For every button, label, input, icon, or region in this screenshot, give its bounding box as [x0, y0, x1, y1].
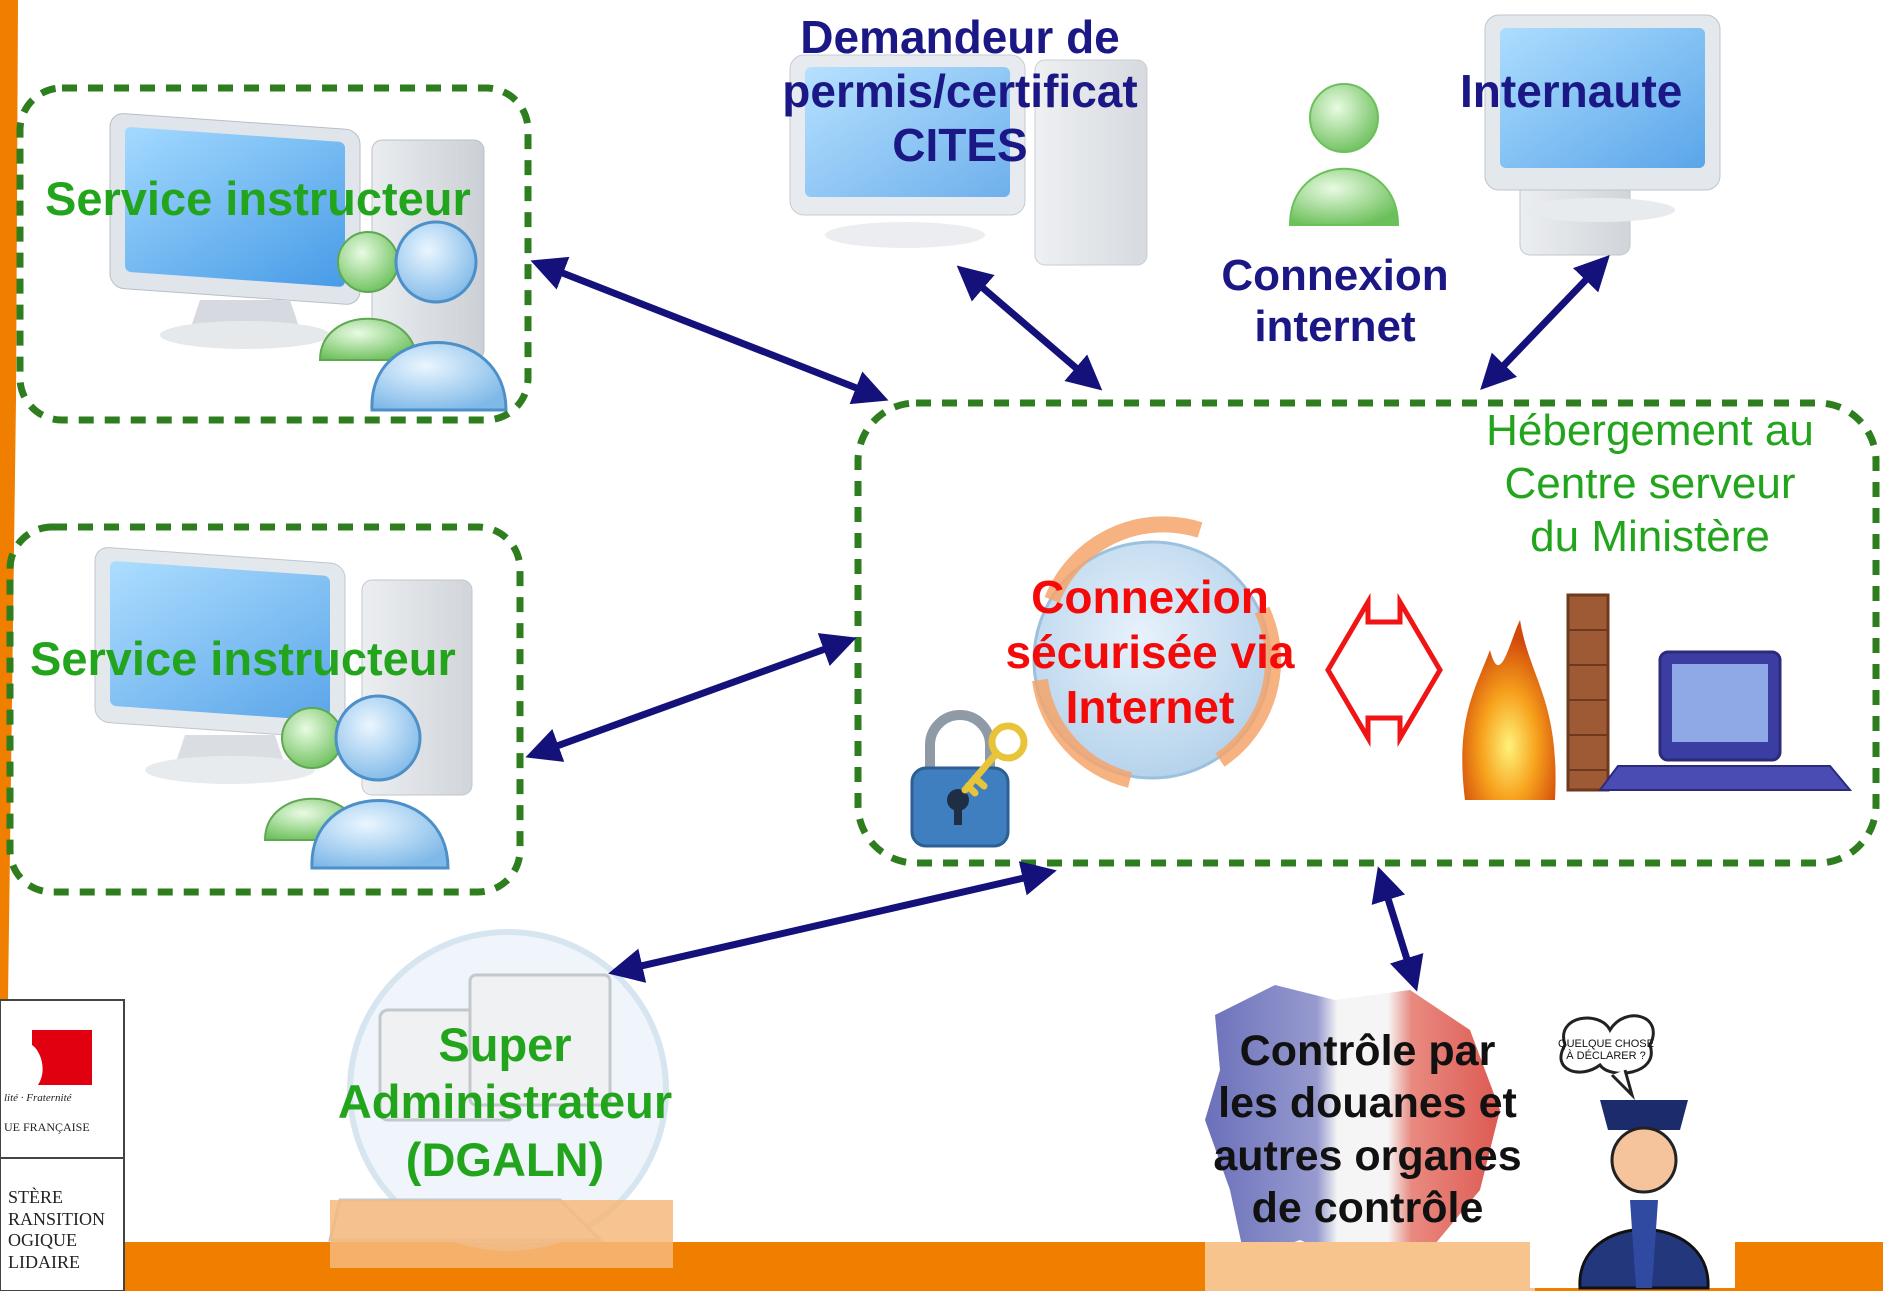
firewall-icon [1462, 593, 1610, 800]
super-admin-label: Super Administrateur (DGALN) [337, 1018, 673, 1186]
arrow-service2-server [525, 633, 857, 762]
speech-bubble-text: QUELQUE CHOSE À DÉCLARER ? [1558, 1038, 1654, 1063]
arrow-controle-server [1371, 866, 1424, 992]
connector-arrows [525, 254, 1610, 992]
service-instructeur-1-label: Service instructeur [45, 172, 471, 225]
demandeur-label: Demandeur de permis/certificat CITES [782, 11, 1138, 171]
user-icon [1288, 83, 1400, 226]
connexion-securisee-label: Connexion sécurisée via Internet [1005, 571, 1295, 734]
arrow-demandeur-server [956, 265, 1103, 391]
service-instructeur-2-box [6, 523, 524, 896]
secure-globe-icon [1032, 516, 1282, 788]
computer-icon [789, 54, 1148, 266]
users-icon [318, 220, 508, 412]
logo-motto: lité · Fraternité [4, 1092, 72, 1104]
ministry-logo [0, 999, 125, 1292]
logo-ministry: STÈRE RANSITION OGIQUE LIDAIRE [8, 1187, 105, 1272]
users-icon [263, 694, 450, 870]
internaute-label: Internaute [1460, 65, 1683, 117]
arrow-admin-server [608, 861, 1057, 983]
arrow-internaute-server [1480, 254, 1610, 391]
computer-icon [1484, 14, 1721, 256]
server-center-box [854, 399, 1880, 867]
admin-label-highlight [330, 1200, 673, 1268]
service-instructeur-1-box [16, 84, 532, 424]
arrow-service1-server [530, 256, 889, 405]
laptop-icon [1598, 650, 1853, 791]
marianne-emblem [32, 1030, 92, 1085]
logo-republic: UE FRANÇAISE [4, 1120, 90, 1134]
france-map-flag [1205, 985, 1500, 1265]
customs-officer-icon [1530, 1014, 1735, 1290]
hebergement-label: Hébergement au Centre serveur du Ministè… [1486, 406, 1814, 561]
control-label-highlight [1205, 1242, 1535, 1291]
left-orange-bar [0, 0, 18, 1010]
padlock-key-icon [910, 710, 1028, 848]
service-instructeur-2-label: Service instructeur [30, 632, 456, 685]
controle-label: Contrôle par les douanes et autres organ… [1213, 1027, 1522, 1233]
computer-icon [94, 547, 473, 796]
bidirectional-link-arrow [1325, 592, 1443, 748]
connexion-internet-label: Connexion internet [1221, 251, 1449, 352]
